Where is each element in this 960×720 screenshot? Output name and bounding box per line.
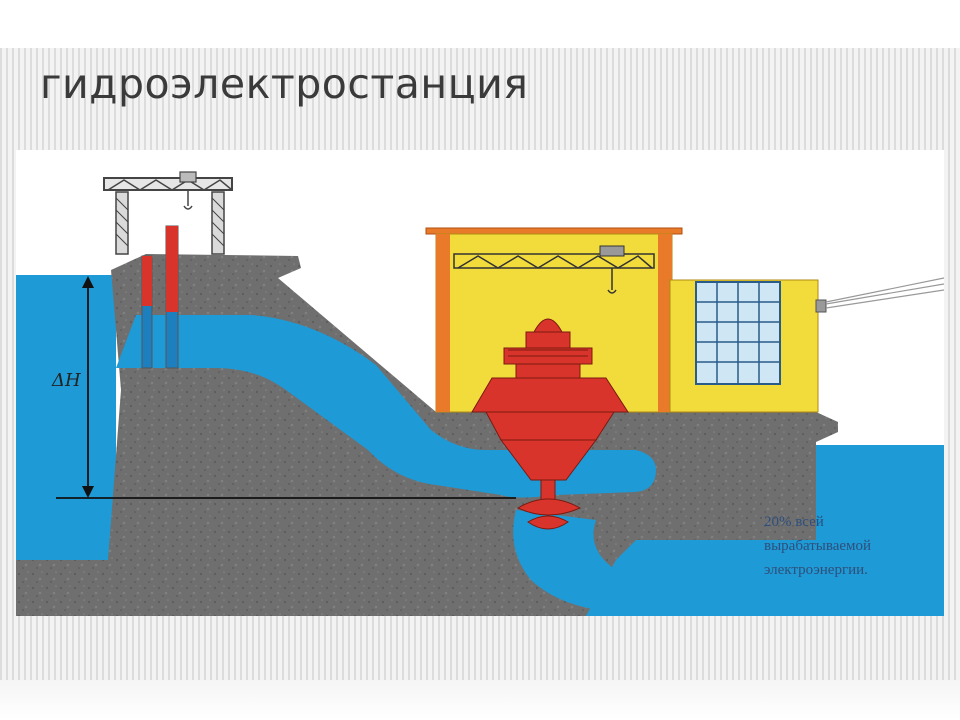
gate-crane xyxy=(103,171,233,255)
gate-shaft-left-top xyxy=(142,256,152,306)
head-arrow-bottom xyxy=(82,486,94,498)
head-arrow-top xyxy=(82,276,94,288)
caption-line-2: вырабатываемой xyxy=(764,538,871,554)
caption-line-3: электроэнергии. xyxy=(764,562,868,578)
turbine-generator xyxy=(471,318,629,530)
slide-bottom-band xyxy=(0,680,960,720)
head-label: ΔH xyxy=(51,370,81,391)
power-lines xyxy=(825,277,944,309)
hydro-plant-diagram: ΔH 20% всей вырабатываемой электроэнерги… xyxy=(16,150,944,616)
draft-tube xyxy=(513,510,736,612)
caption-line-1: 20% всей xyxy=(764,514,824,530)
slide-title: гидроэлектростанция xyxy=(40,60,529,108)
gate-shaft-right-top xyxy=(166,226,178,312)
slide-top-band xyxy=(0,0,960,48)
upstream-reservoir xyxy=(16,275,116,560)
runner-icon xyxy=(516,498,582,530)
